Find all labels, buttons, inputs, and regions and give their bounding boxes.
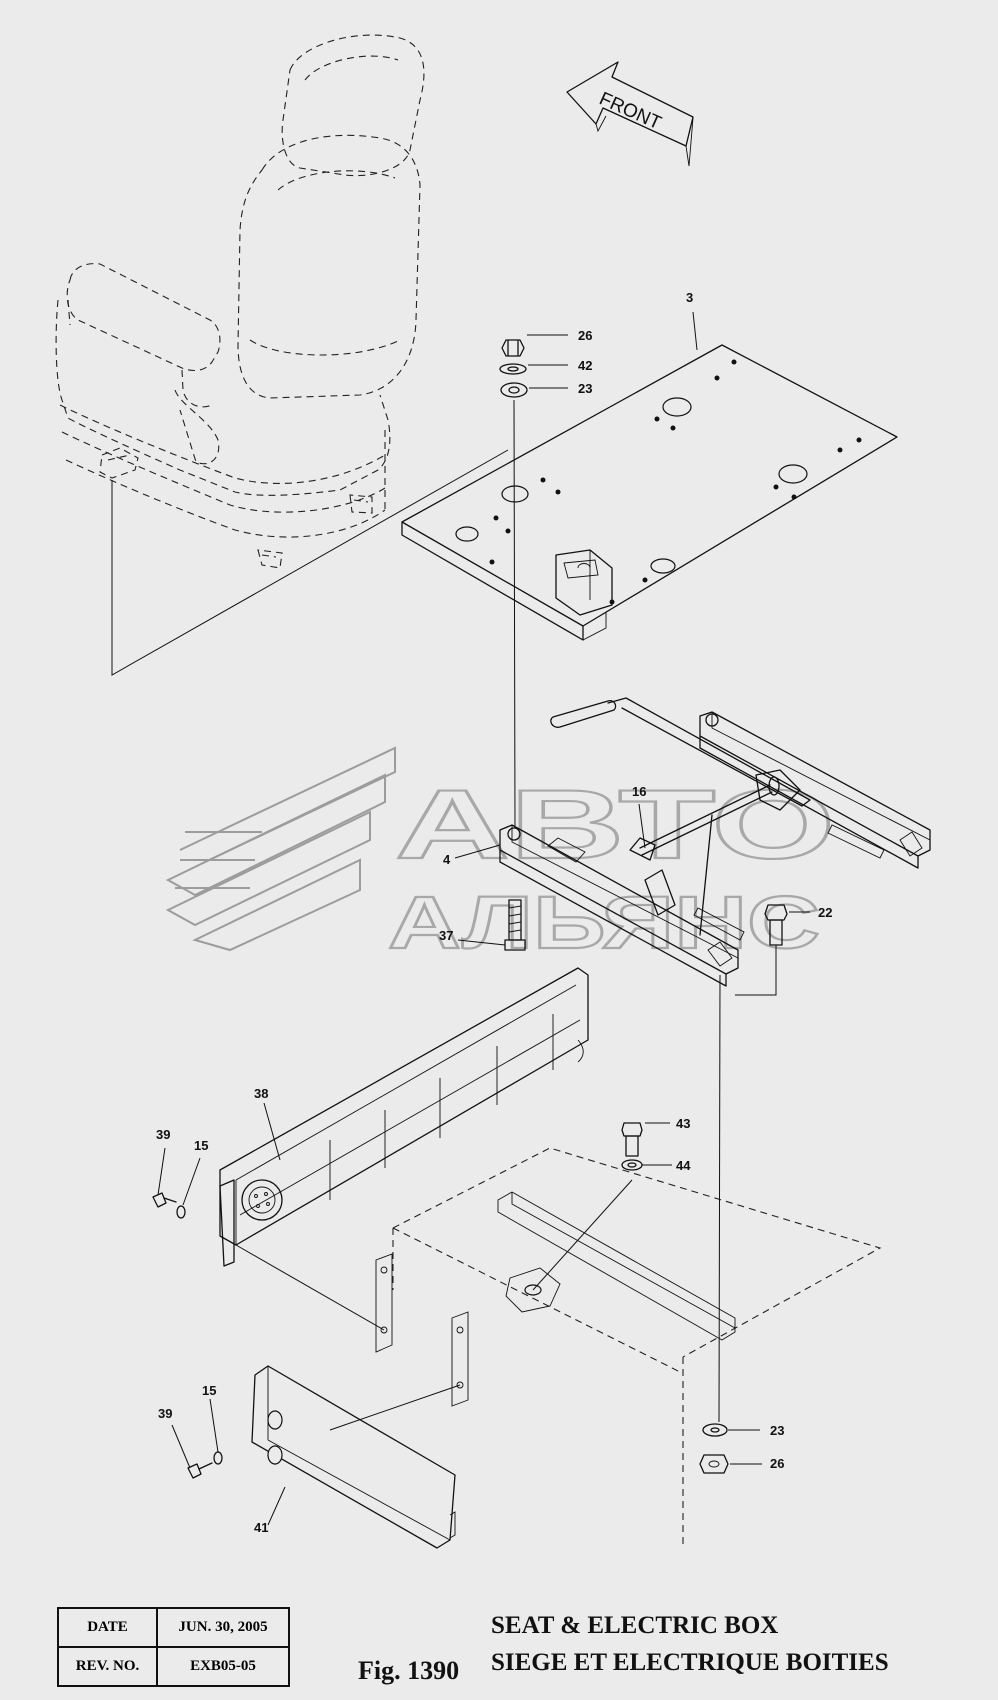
bolt-43: [621, 1122, 643, 1171]
callout-39-top: 39: [156, 1127, 170, 1142]
callout-26-top: 26: [578, 328, 592, 343]
watermark: АВТО АЛЬЯНС: [165, 746, 836, 965]
front-arrow: FRONT: [566, 61, 694, 167]
front-label: FRONT: [596, 88, 665, 134]
side-cover-38: [219, 967, 589, 1267]
callout-15-bottom: 15: [202, 1383, 216, 1398]
rev-label: REV. NO.: [57, 1646, 158, 1687]
callout-16: 16: [632, 784, 646, 799]
callout-23-top: 23: [578, 381, 592, 396]
rev-value: EXB05-05: [156, 1646, 290, 1687]
screw-set-upper: [152, 1192, 186, 1219]
seat-slide-rails: [499, 697, 931, 987]
electric-box: [235, 974, 882, 1545]
callout-leaders: [157, 311, 810, 1526]
figure-number: Fig. 1390: [358, 1656, 460, 1685]
date-label: DATE: [57, 1607, 158, 1648]
callout-41: 41: [254, 1520, 268, 1535]
watermark-logo: [165, 746, 396, 952]
callout-4: 4: [443, 852, 451, 867]
callout-26-bottom: 26: [770, 1456, 784, 1471]
callout-39-bottom: 39: [158, 1406, 172, 1421]
bolt-22: [735, 904, 788, 996]
figure-title-french: SIEGE ET ELECTRIQUE BOITIES: [491, 1649, 889, 1676]
side-cover-41: [251, 1365, 456, 1549]
callout-labels: 3 26 42 23 16 4 22 37 38 39 15 43 44 23 …: [156, 290, 832, 1535]
seat-mounting-plate: [401, 344, 898, 641]
callout-43: 43: [676, 1116, 690, 1131]
bolt-37: [504, 899, 526, 951]
callout-22: 22: [818, 905, 832, 920]
callout-44: 44: [676, 1158, 691, 1173]
revision-info-table: DATE JUN. 30, 2005 REV. NO. EXB05-05: [57, 1607, 290, 1687]
callout-38: 38: [254, 1086, 268, 1101]
callout-3: 3: [686, 290, 693, 305]
screw-set-lower: [187, 1451, 223, 1479]
operator-seat: [55, 34, 509, 676]
watermark-text-line1: АВТО: [395, 769, 835, 879]
callout-37: 37: [439, 928, 453, 943]
top-fasteners: [499, 339, 528, 829]
callout-23-bottom: 23: [770, 1423, 784, 1438]
figure-title-english: SEAT & ELECTRIC BOX: [491, 1612, 779, 1639]
bottom-fasteners: [699, 1423, 729, 1474]
callout-15-top: 15: [194, 1138, 208, 1153]
callout-42: 42: [578, 358, 592, 373]
watermark-text-line2: АЛЬЯНС: [388, 881, 820, 964]
date-value: JUN. 30, 2005: [156, 1607, 290, 1648]
